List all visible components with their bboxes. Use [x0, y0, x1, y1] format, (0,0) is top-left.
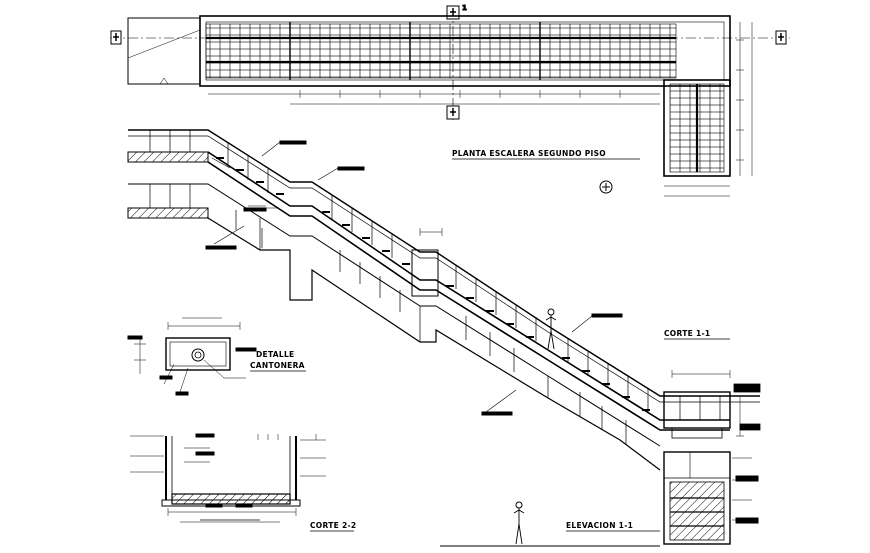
plan-marker-label-top: 1 [462, 4, 467, 12]
stair-plan-view: 1 [110, 4, 790, 197]
plan-title: PLANTA ESCALERA SEGUNDO PISO [452, 149, 606, 158]
section-1-title: CORTE 1-1 [664, 329, 710, 338]
front-elevation-block [663, 451, 759, 545]
section-2-title: CORTE 2-2 [310, 521, 356, 530]
section-2-2 [130, 433, 326, 523]
section-marker-right [775, 30, 787, 45]
detail-title-line1: DETALLE [256, 350, 294, 359]
section-marker-bottom [446, 105, 460, 120]
stair-elevation-view [127, 129, 761, 471]
person-figure-stair [545, 308, 557, 350]
elevation-title: ELEVACION 1-1 [566, 521, 633, 530]
ground-and-person [440, 501, 660, 547]
detail-title-line2: CANTONERA [250, 361, 305, 370]
section-marker-left [110, 30, 122, 45]
section-marker-top [446, 5, 460, 20]
detail-cantonera [127, 317, 257, 396]
